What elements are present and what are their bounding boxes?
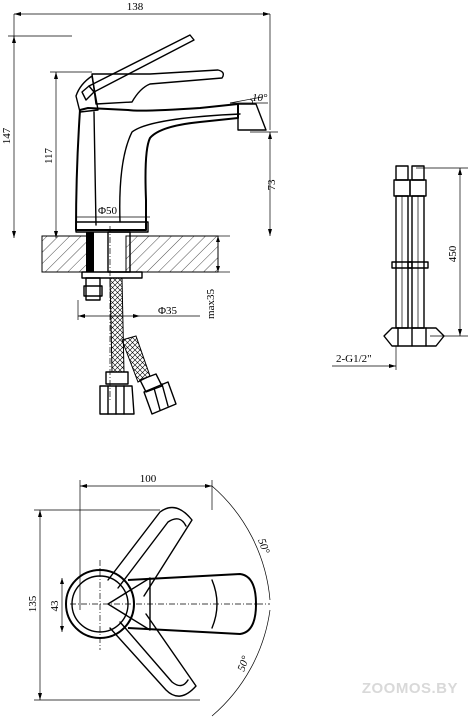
label-135: 135 bbox=[27, 595, 39, 612]
label-50deg-top: 50° bbox=[255, 537, 272, 556]
hose-detail-view: 450 2-G1/2" bbox=[332, 165, 468, 370]
dim-height-147: 147 bbox=[1, 35, 72, 238]
lever-position-up bbox=[107, 506, 193, 597]
label-147: 147 bbox=[1, 127, 13, 144]
lever-position-down bbox=[109, 613, 197, 697]
dim-height-117: 117 bbox=[43, 71, 92, 238]
label-thread: 2-G1/2" bbox=[336, 353, 372, 365]
faucet-lever bbox=[75, 34, 225, 113]
watermark: ZOOMOS.BY bbox=[362, 680, 458, 697]
label-max35: max35 bbox=[205, 289, 217, 319]
side-view: 138 147 117 73 10° bbox=[1, 1, 278, 415]
dim-dia35: Φ35 bbox=[77, 300, 200, 320]
label-dia35: Φ35 bbox=[158, 305, 178, 317]
hose-nuts bbox=[383, 327, 445, 347]
faucet-base-plan bbox=[65, 569, 135, 639]
label-dia50: Φ50 bbox=[98, 205, 118, 217]
supply-hoses-side bbox=[99, 277, 177, 415]
dim-angle-10: 10° bbox=[229, 92, 268, 105]
label-50deg-bottom: 50° bbox=[236, 654, 253, 673]
dim-max35: max35 bbox=[205, 236, 220, 319]
label-73: 73 bbox=[266, 179, 278, 191]
spout-plan bbox=[107, 573, 257, 635]
hose-right bbox=[407, 165, 429, 329]
dim-spout-73: 73 bbox=[250, 131, 278, 236]
label-450: 450 bbox=[447, 245, 459, 262]
plan-view: 100 135 43 50° 50° bbox=[27, 473, 272, 717]
label-43: 43 bbox=[49, 600, 61, 612]
hose-left bbox=[391, 165, 413, 329]
label-117: 117 bbox=[43, 147, 55, 164]
faucet-body: Φ50 bbox=[75, 103, 267, 233]
dim-width-138: 138 bbox=[13, 1, 271, 130]
label-10deg: 10° bbox=[252, 92, 268, 104]
label-100: 100 bbox=[140, 473, 157, 485]
label-138: 138 bbox=[127, 1, 144, 13]
